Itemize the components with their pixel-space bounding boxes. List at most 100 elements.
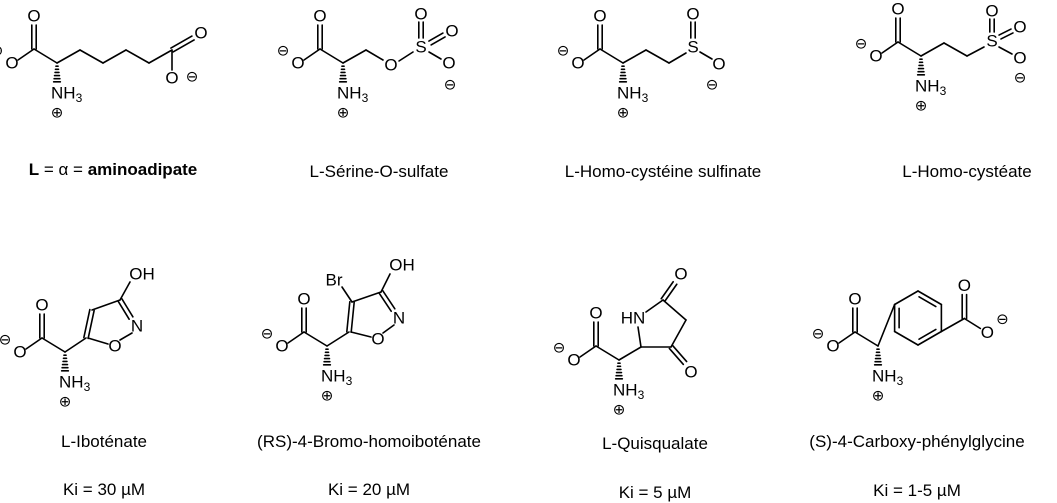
oxygen-label: O xyxy=(1013,49,1026,68)
oxygen-label: O xyxy=(674,265,687,284)
ki-value-carboxyphenylglycine: Ki = 1-5 µM xyxy=(873,481,961,500)
bond xyxy=(102,49,127,64)
oxygen-label: O xyxy=(589,304,602,323)
bond xyxy=(125,49,150,64)
ammonium-label: NH3 xyxy=(51,84,83,106)
negative-charge-icon: ⊖ xyxy=(261,326,274,343)
compound-name-homocysteine-sulfinate: L-Homo-cystéine sulfinate xyxy=(564,162,762,181)
ring-bond xyxy=(87,337,109,345)
oxygen-label: O xyxy=(1013,18,1026,37)
bond xyxy=(854,331,879,347)
bond xyxy=(365,49,384,61)
oxygen-label: O xyxy=(445,22,458,41)
compound-name-quisqualate: L-Quisqualate xyxy=(602,434,708,453)
negative-charge-icon: ⊖ xyxy=(0,43,3,60)
carbonyl-bond xyxy=(663,283,678,303)
bond xyxy=(41,337,66,353)
bond xyxy=(838,331,856,344)
bond xyxy=(326,331,350,347)
oxygen-label: O xyxy=(384,56,397,75)
oxygen-label: O xyxy=(848,290,861,309)
nitrogen-label: N xyxy=(393,309,405,328)
compound-name-carboxyphenylglycine: (S)-4-Carboxy-phénylglycine xyxy=(809,432,1025,451)
oxygen-label: O xyxy=(165,69,178,88)
negative-charge-icon: ⊖ xyxy=(186,69,199,86)
ring-double-bond xyxy=(346,300,351,333)
bond xyxy=(940,317,966,333)
negative-charge-icon: ⊖ xyxy=(996,311,1009,328)
carbonyl-bond xyxy=(671,344,688,363)
oxygen-label: O xyxy=(684,363,697,382)
bond xyxy=(17,48,35,61)
ring-bond xyxy=(893,290,919,306)
carbonyl-bond xyxy=(668,347,685,366)
compound-name-bromohomoibotenate: (RS)-4-Bromo-homoiboténate xyxy=(257,432,481,451)
oxygen-label: O xyxy=(194,24,207,43)
oxygen-label: O xyxy=(712,55,725,74)
carbonyl-bond xyxy=(170,35,193,49)
oxygen-label: O xyxy=(297,290,310,309)
ring-double-bond xyxy=(83,308,91,339)
ring-double-bond xyxy=(87,309,95,340)
bond xyxy=(64,337,87,353)
negative-charge-icon: ⊖ xyxy=(1014,70,1027,87)
ring-double-bond xyxy=(382,289,396,310)
ammonium-label: NH3 xyxy=(321,367,353,389)
sulfur-label: S xyxy=(986,32,997,51)
bond xyxy=(341,286,353,303)
oxygen-label: O xyxy=(414,5,427,24)
oxygen-label: O xyxy=(313,7,326,26)
compound-name-homocysteate: L-Homo-cystéate xyxy=(902,162,1032,181)
ring-bond xyxy=(917,330,943,346)
bond xyxy=(583,48,601,61)
bond xyxy=(668,52,687,64)
ammonium-label: NH3 xyxy=(872,367,904,389)
compound-name-serine-o-sulfate: L-Sérine-O-sulfate xyxy=(309,162,449,181)
bond xyxy=(966,46,985,57)
oxygen-label: O xyxy=(35,296,48,315)
ring-double-bond xyxy=(350,301,355,334)
negative-charge-icon: ⊖ xyxy=(444,77,457,94)
ring-double-bond xyxy=(121,298,134,318)
bond xyxy=(342,49,367,64)
positive-charge-icon: ⊕ xyxy=(872,388,885,405)
positive-charge-icon: ⊕ xyxy=(321,388,334,405)
bond xyxy=(398,51,414,62)
atom-labels: OO⊖NH3⊕OO⊖OO⊖NH3⊕OSOOO⊖OO⊖NH3⊕SOO⊖OO⊖NH3… xyxy=(0,0,1027,419)
oxygen-label: O xyxy=(13,343,26,362)
bond xyxy=(303,48,321,61)
oxygen-label: O xyxy=(593,7,606,26)
bond xyxy=(622,49,647,64)
negative-charge-icon: ⊖ xyxy=(0,332,11,349)
ammonium-label: NH3 xyxy=(337,84,369,106)
ring-bond xyxy=(893,330,919,346)
ring-bond xyxy=(351,291,382,303)
bond xyxy=(148,49,173,64)
oxygen-label: O xyxy=(275,337,288,356)
compound-name-ibotenate: L-Iboténate xyxy=(60,432,148,451)
sulfonyl-bond xyxy=(430,36,446,46)
sulfonyl-bond xyxy=(1000,32,1014,40)
bromine-label: Br xyxy=(326,271,343,290)
bond xyxy=(920,42,945,57)
ring-bond xyxy=(917,290,943,306)
ammonium-label: NH3 xyxy=(613,381,645,403)
ammonium-label: NH3 xyxy=(617,84,649,106)
bond xyxy=(998,46,1013,55)
negative-charge-icon: ⊖ xyxy=(855,36,868,53)
ring-bond xyxy=(637,326,642,348)
ring-bond xyxy=(382,324,395,334)
bond xyxy=(881,41,899,54)
oxygen-label: O xyxy=(5,54,18,73)
carbonyl-bond xyxy=(660,280,675,300)
ring-bond xyxy=(91,299,121,311)
negative-charge-icon: ⊖ xyxy=(812,326,825,343)
ring-double-bond xyxy=(117,300,130,320)
ring-double-bond xyxy=(918,328,937,341)
oxygen-label: O xyxy=(826,337,839,356)
bond xyxy=(428,51,442,60)
negative-charge-icon: ⊖ xyxy=(557,43,570,60)
ring-double-bond xyxy=(378,292,392,313)
ammonium-label: NH3 xyxy=(915,77,947,99)
bond xyxy=(599,48,624,64)
